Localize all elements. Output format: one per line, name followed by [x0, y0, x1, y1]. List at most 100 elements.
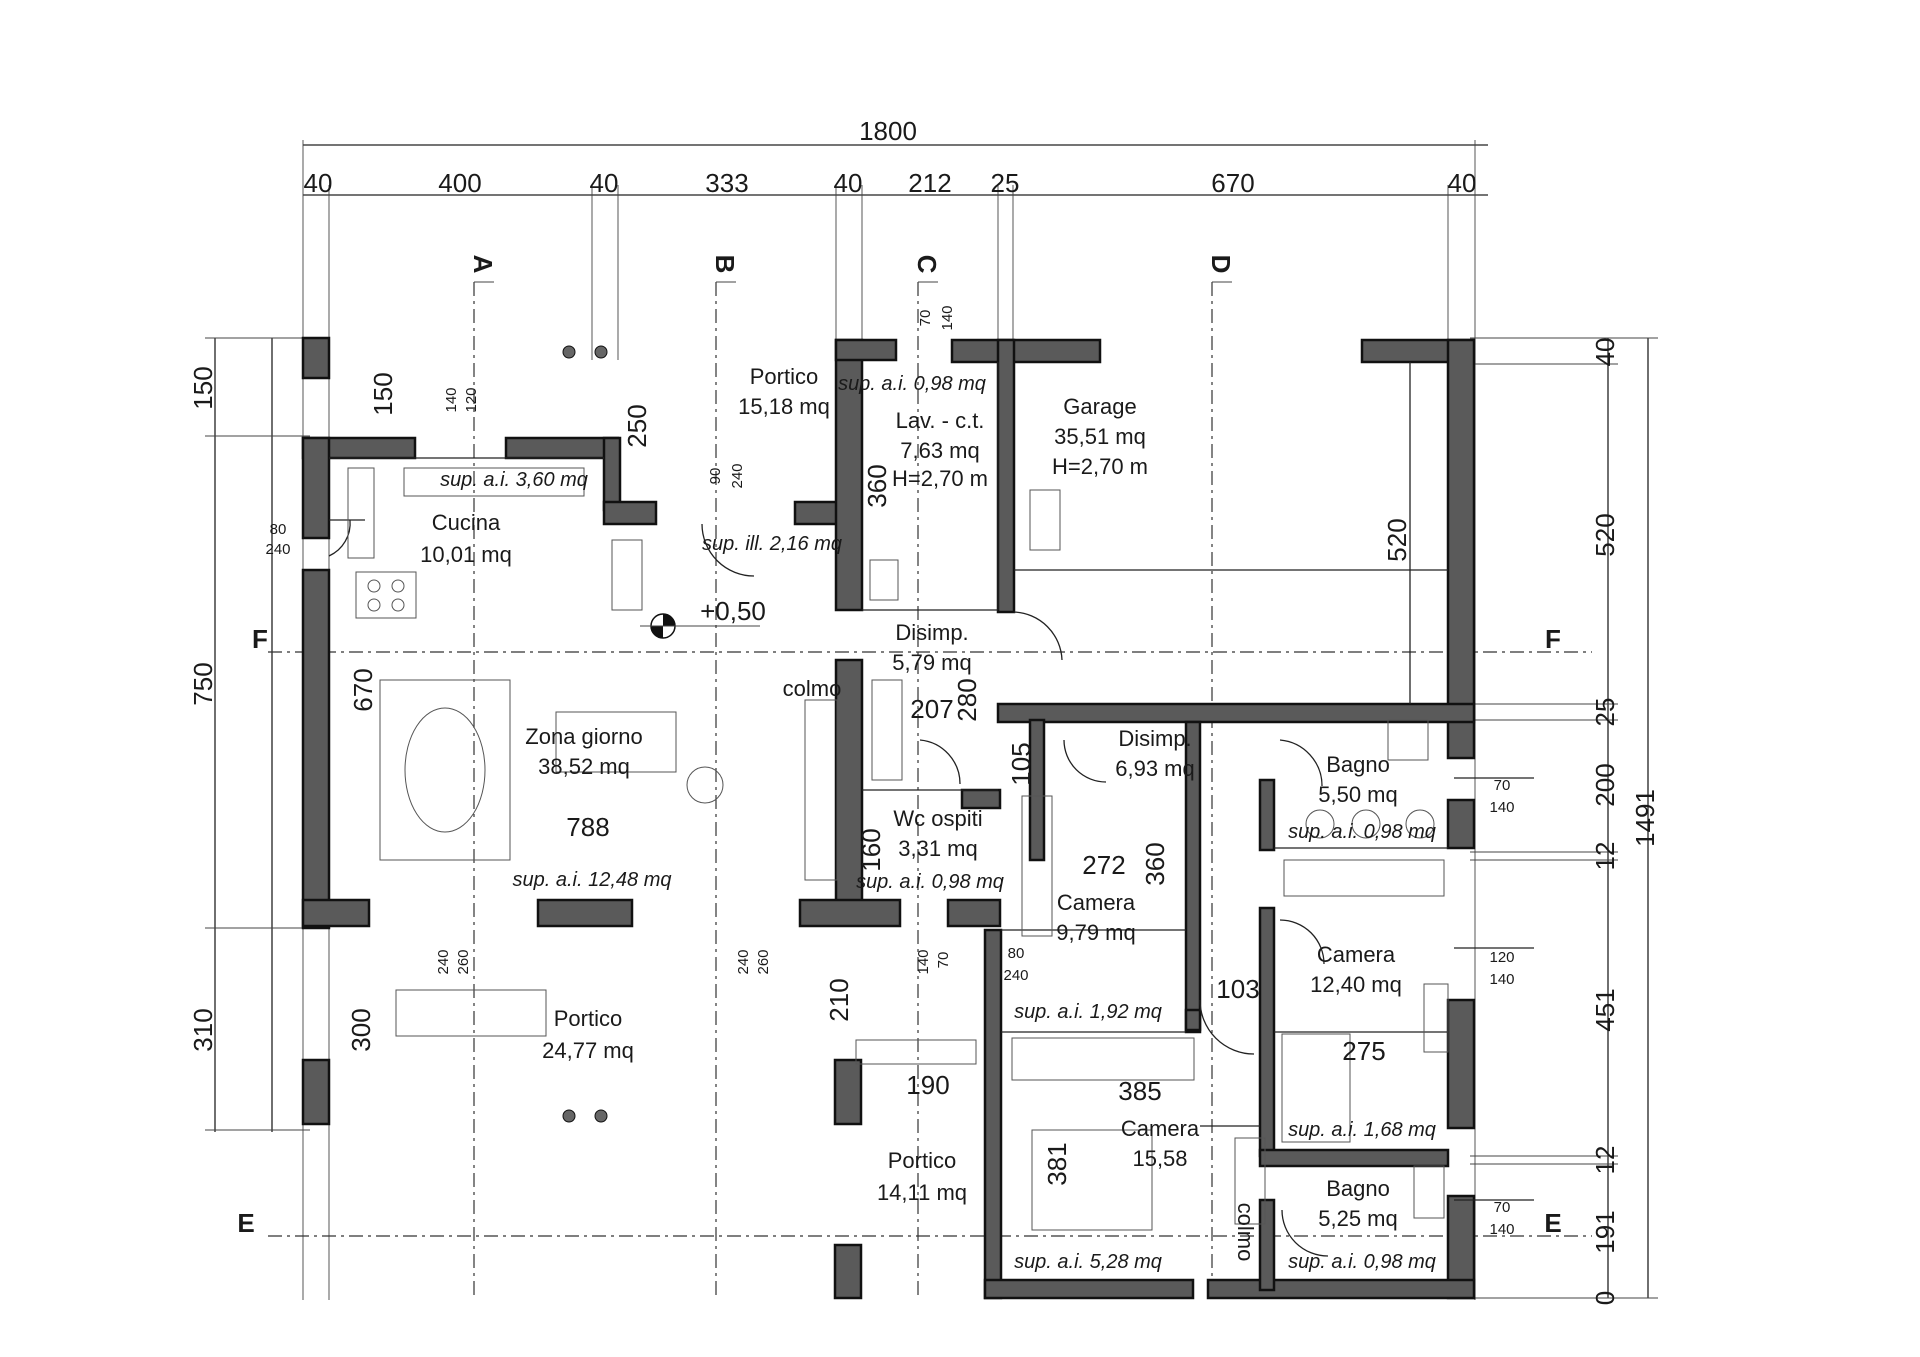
dim-text: 40	[1448, 168, 1477, 198]
dining-table-icon	[379, 679, 511, 861]
room-name: Camera	[1121, 1116, 1200, 1141]
room-height: H=2,70 m	[1052, 454, 1148, 479]
dim-text: 400	[438, 168, 481, 198]
room-labels: Portico 15,18 mq Lav. - c.t. 7,63 mq H=2…	[420, 364, 1402, 1231]
opening-dim: 140	[1489, 971, 1514, 988]
room-name: Camera	[1317, 942, 1396, 967]
room-area: 5,79 mq	[892, 650, 972, 675]
sup-label: sup. ill. 2,16 mq	[702, 533, 842, 555]
dim-text: 280	[952, 678, 982, 721]
dimension-lines	[205, 140, 1658, 1300]
surface-labels: sup. a.i. 0,98 mq sup. a.i. 3,60 mq sup.…	[440, 373, 1436, 1273]
dim-text: 670	[348, 668, 378, 711]
opening-dim: 140	[1489, 1221, 1514, 1238]
outdoor-table-icon	[395, 989, 547, 1037]
dim-text: 12	[1590, 842, 1620, 871]
room-area: 14,11 mq	[877, 1180, 967, 1205]
dim-text: 40	[304, 168, 333, 198]
room-area: 9,79 mq	[1056, 920, 1136, 945]
dim-text: 40	[1590, 338, 1620, 367]
wardrobe-icon	[1283, 859, 1445, 897]
stove-icon	[355, 571, 417, 619]
dim-text: 207	[910, 694, 953, 724]
dim-text: 451	[1590, 988, 1620, 1031]
room-area: 15,58	[1132, 1146, 1187, 1171]
ridge-label: colmo	[1233, 1203, 1258, 1262]
pillar-nw	[301, 336, 331, 380]
axis-label: D	[1206, 255, 1236, 274]
dim-text: 385	[1118, 1076, 1161, 1106]
bed-icon	[1031, 1129, 1153, 1231]
room-name: Portico	[554, 1006, 622, 1031]
room-area: 24,77 mq	[542, 1038, 634, 1063]
dim-text: 360	[862, 464, 892, 507]
opening-dim: 80	[1008, 945, 1025, 962]
dim-text: 275	[1342, 1036, 1385, 1066]
dim-text: 0	[1590, 1291, 1620, 1305]
room-name: Bagno	[1326, 1176, 1390, 1201]
room-name: Camera	[1057, 890, 1136, 915]
room-name: Disimp.	[895, 620, 968, 645]
dim-text: 210	[824, 978, 854, 1021]
sup-label: sup. a.i. 12,48 mq	[513, 869, 672, 891]
opening-dim: 120	[1489, 949, 1514, 966]
dim-text: 520	[1382, 518, 1412, 561]
room-name: Portico	[888, 1148, 956, 1173]
dim-text: 25	[1590, 698, 1620, 727]
room-area: 38,52 mq	[538, 754, 630, 779]
opening-dimensions: 140 120 90 240 70 140 80 240 240 260 260…	[265, 305, 1514, 1238]
axis-label: A	[468, 255, 498, 274]
grid-axes	[268, 281, 1592, 1300]
top-dimensions: 1800 40 400 40 333 40 212 25 670 40	[304, 116, 1477, 198]
dim-text: 150	[368, 372, 398, 415]
dim-text: 212	[908, 168, 951, 198]
opening-dim: 140	[915, 949, 932, 974]
opening-dim: 90	[707, 468, 724, 485]
room-name: Cucina	[432, 510, 501, 535]
opening-dim: 140	[939, 305, 956, 330]
dim-text: 40	[834, 168, 863, 198]
room-area: 12,40 mq	[1310, 972, 1402, 997]
level-label: +0,50	[700, 596, 766, 626]
dim-text: 333	[705, 168, 748, 198]
room-name: Lav. - c.t.	[896, 408, 985, 433]
furniture	[347, 467, 1449, 1231]
dim-text: 670	[1211, 168, 1254, 198]
dim-text: 300	[346, 1008, 376, 1051]
room-name: Portico	[750, 364, 818, 389]
opening-dim: 140	[1489, 799, 1514, 816]
room-area: 6,93 mq	[1115, 756, 1195, 781]
room-name: Bagno	[1326, 752, 1390, 777]
partitions	[328, 362, 1534, 1257]
dim-text: 150	[188, 366, 218, 409]
columns	[562, 345, 608, 1123]
level-marker-icon	[640, 613, 760, 639]
dim-text: 190	[906, 1070, 949, 1100]
opening-dim: 240	[735, 949, 752, 974]
axis-label: F	[1545, 624, 1561, 654]
opening-dim: 140	[443, 387, 460, 412]
opening-dim: 80	[270, 521, 287, 538]
room-area: 35,51 mq	[1054, 424, 1146, 449]
room-area: 15,18 mq	[738, 394, 830, 419]
dim-text: 520	[1590, 513, 1620, 556]
opening-dim: 70	[917, 310, 934, 327]
right-dimensions: 40 520 25 200 12 451 12 191 0 1491	[1590, 338, 1660, 1306]
opening-dim: 240	[1003, 967, 1028, 984]
sup-label: sup. a.i. 0,98 mq	[856, 871, 1004, 893]
room-area: 10,01 mq	[420, 542, 512, 567]
opening-dim: 70	[935, 952, 952, 969]
room-area: 5,25 mq	[1318, 1206, 1398, 1231]
ridge-label: colmo	[783, 676, 842, 701]
dim-text: 200	[1590, 763, 1620, 806]
opening-dim: 70	[1494, 777, 1511, 794]
pillar-s	[833, 1058, 863, 1126]
room-name: Wc ospiti	[893, 806, 982, 831]
wardrobe-icon	[1011, 1037, 1195, 1081]
left-dimensions: 150 750 310	[188, 366, 218, 1051]
opening-dim: 120	[463, 387, 480, 412]
dim-text: 12	[1590, 1146, 1620, 1175]
dim-text: 360	[1140, 842, 1170, 885]
room-area: 7,63 mq	[900, 438, 980, 463]
